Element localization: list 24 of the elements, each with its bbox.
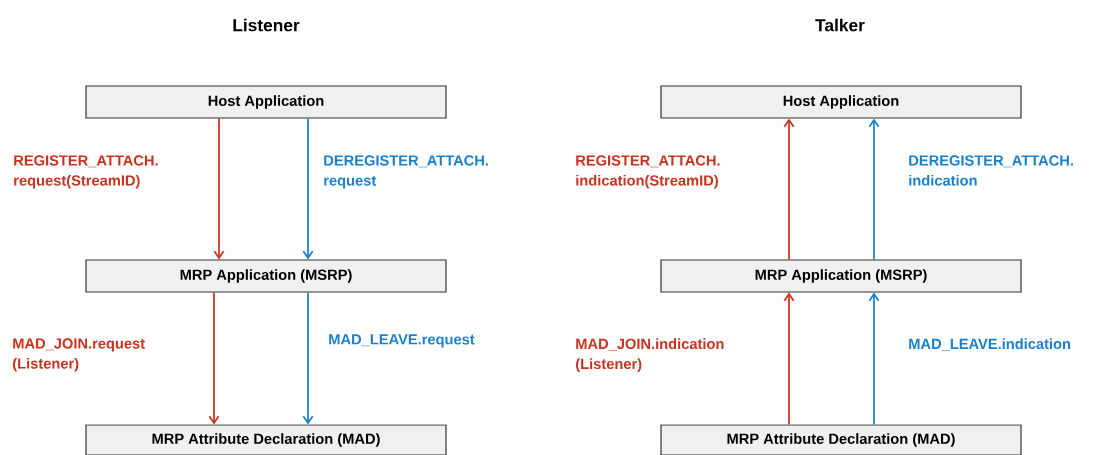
layer-box: Host Application — [660, 85, 1022, 119]
edge-label: MAD_JOIN.indication (Listener) — [576, 338, 724, 372]
arrow — [302, 117, 314, 260]
edge-label: DEREGISTER_ATTACH. request — [324, 155, 488, 189]
layer-box: MRP Application (MSRP) — [660, 259, 1022, 293]
arrow — [213, 117, 225, 260]
arrow — [302, 291, 314, 425]
layer-box: MRP Attribute Declaration (MAD) — [85, 424, 447, 455]
arrow — [868, 292, 880, 426]
column-heading: Talker — [815, 18, 865, 32]
column-heading: Listener — [233, 18, 300, 32]
edge-label: MAD_JOIN.request (Listener) — [13, 338, 145, 372]
arrow — [783, 292, 795, 426]
layer-box: Host Application — [85, 85, 447, 119]
arrow — [208, 291, 220, 425]
layer-box: MRP Attribute Declaration (MAD) — [660, 424, 1022, 455]
arrow — [783, 118, 795, 261]
layer-box: MRP Application (MSRP) — [85, 259, 447, 293]
edge-label: MAD_LEAVE.request — [329, 334, 475, 348]
edge-label: REGISTER_ATTACH. request(StreamID) — [14, 155, 158, 189]
edge-label: DEREGISTER_ATTACH. indication — [909, 155, 1073, 186]
edge-label: MAD_LEAVE.indication — [909, 338, 1071, 351]
arrow — [868, 118, 880, 261]
edge-label: REGISTER_ATTACH. indication(StreamID) — [576, 155, 720, 189]
